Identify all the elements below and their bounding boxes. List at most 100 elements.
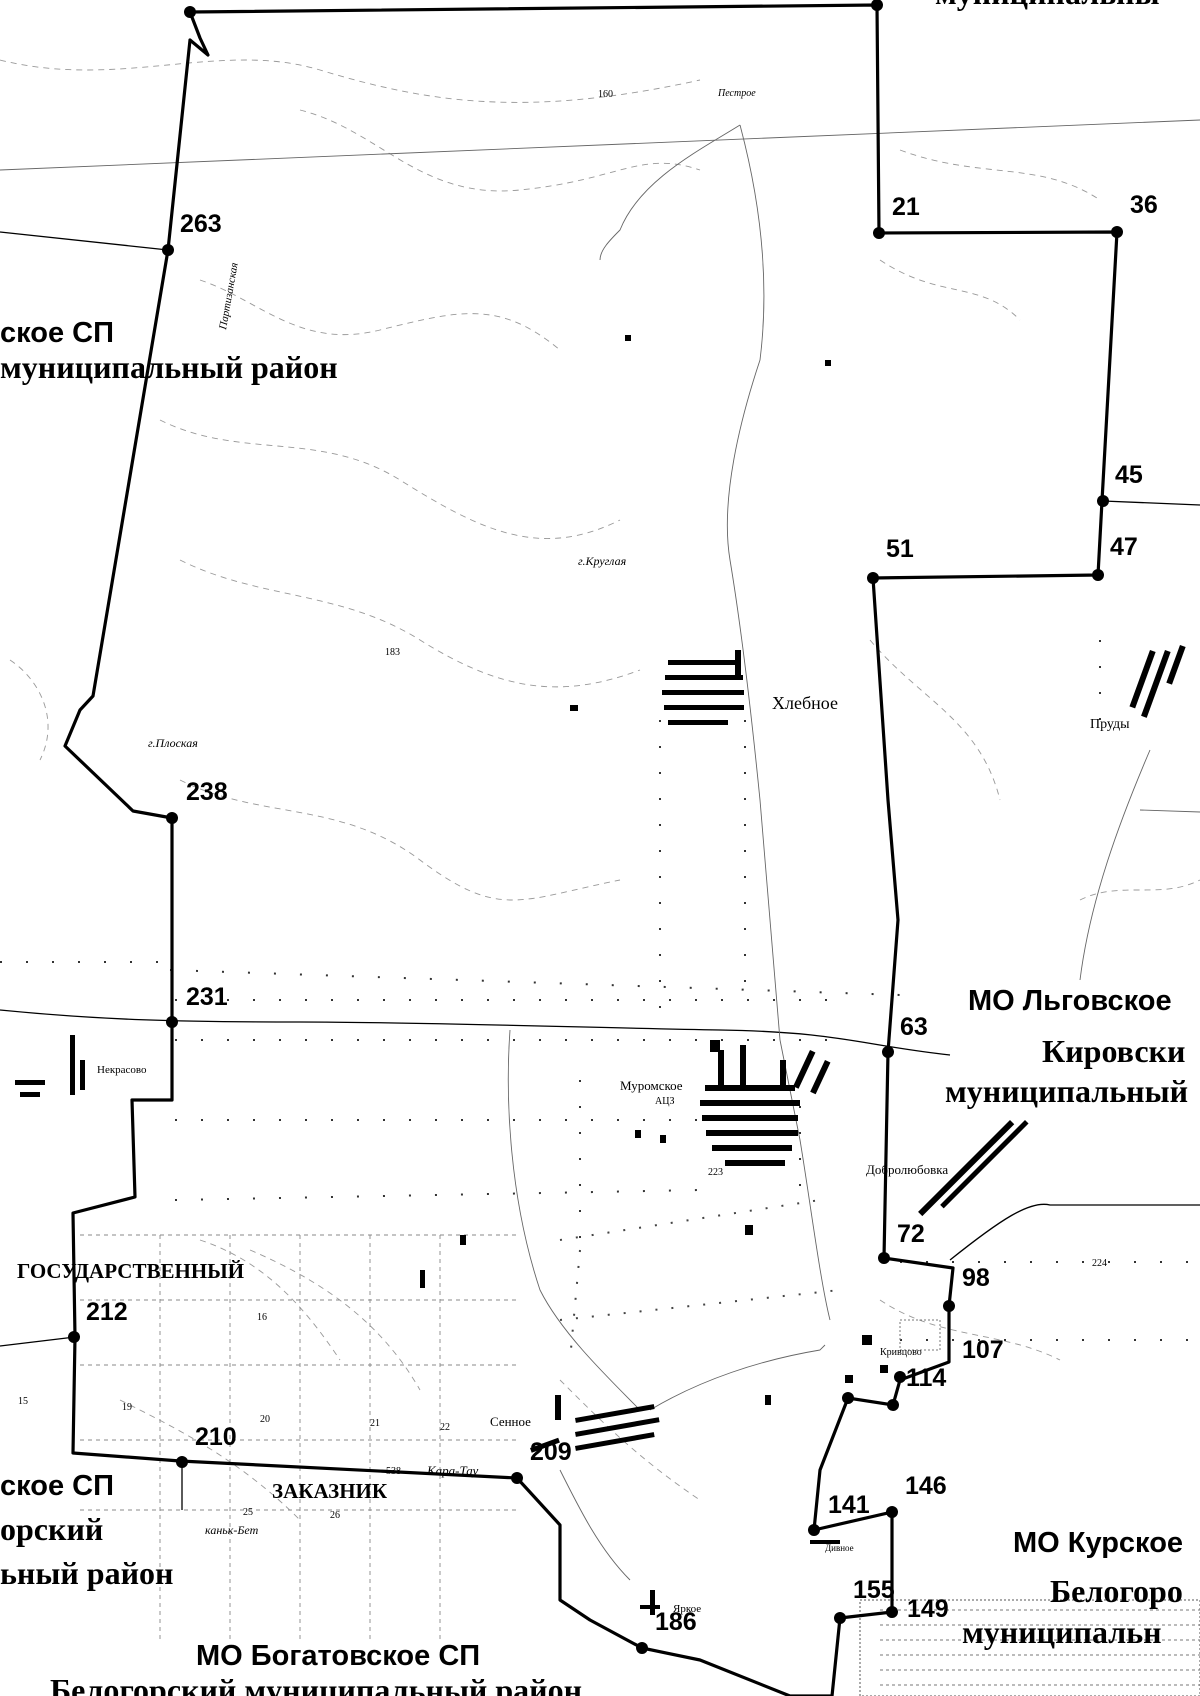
block-20: 20 [260,1414,270,1425]
hill-ploskaya: г.Плоская [148,736,198,750]
relief-contours [0,59,1200,1521]
field-belts [0,640,1200,1361]
region-lgov-line1: МО Льговское [968,985,1172,1017]
node-47 [1092,569,1104,581]
label-21: 21 [892,193,920,221]
height-183: 183 [385,647,400,658]
block-26: 26 [330,1510,340,1521]
node-141 [808,1524,820,1536]
adjacent-boundaries [0,231,1200,1510]
block-15: 15 [18,1396,28,1407]
label-36: 36 [1130,191,1158,219]
label-155: 155 [853,1576,895,1604]
boundary-nodes [68,0,1123,1654]
node-238 [166,812,178,824]
settlement-nekrasovo: Некрасово [97,1064,147,1076]
label-186: 186 [655,1608,697,1636]
label-107: 107 [962,1336,1004,1364]
region-nw-line1: ское СП [0,317,114,349]
urban-area-hatch [859,1319,1200,1696]
label-231: 231 [186,983,228,1011]
muromskoe-buildings [700,1040,831,1235]
point-labels: 21 36 45 47 51 63 72 98 107 114 141 146 … [86,191,1158,1636]
sennoe-buildings [530,1395,660,1453]
node-209 [511,1472,523,1484]
settlement-yarkoe: Яркое [673,1603,701,1615]
reserve-line2: ЗАКАЗНИК [272,1479,388,1503]
node-72 [878,1252,890,1264]
label-98: 98 [962,1264,990,1292]
node-149 [886,1606,898,1618]
roads [0,124,1200,1581]
label-263: 263 [180,210,222,238]
settlement-muromskoe: Муромское [620,1078,683,1093]
label-63: 63 [900,1013,928,1041]
place-pestroe: Пестрое [717,88,756,99]
label-114: 114 [906,1364,946,1392]
region-sw-line2: орский [0,1511,103,1547]
label-210: 210 [195,1423,237,1451]
label-212: 212 [86,1298,128,1326]
settlement-kryaglovo: Кривцово [880,1347,922,1358]
settlement-labels: Хлебное Пруды Некрасово Муромское АЦЗ До… [97,693,1130,1615]
node-51 [867,572,879,584]
height-223: 223 [708,1167,723,1178]
settlement-khlebnoe: Хлебное [772,693,838,713]
block-19: 19 [122,1402,132,1413]
region-kursk-line2: Белогоро [1050,1573,1183,1609]
node-146 [886,1506,898,1518]
region-top-right: муниципальны [935,0,1160,11]
nekrasovo-buildings [15,1035,85,1097]
region-sw-line3: ьный район [0,1555,173,1591]
label-72: 72 [897,1220,925,1248]
region-nw-line2: муниципальный район [0,349,338,385]
prudy-buildings [1129,645,1186,718]
region-bogat-line2: Белогорский муниципальный район [50,1672,582,1696]
dobrolyubovka-buildings [918,1120,1029,1217]
terrain-labels: 160 183 223 224 538 г.Круглая г.Плоская … [18,88,1107,1537]
khlebnoe-buildings [662,650,744,725]
block-21: 21 [370,1418,380,1429]
settlement-prudy: Пруды [1090,717,1130,732]
node-212 [68,1331,80,1343]
hill-kruglaya: г.Круглая [578,554,627,568]
node-231 [166,1016,178,1028]
peak-kara-tau: Кара-Тау [426,1463,479,1478]
region-kursk-line1: МО Курское [1013,1527,1183,1559]
label-149: 149 [907,1595,949,1623]
node-107 [943,1300,955,1312]
node-36 [1111,226,1123,238]
node-45 [1097,495,1109,507]
dinnoe-buildings [640,1540,840,1615]
forest-grid [80,1234,520,1640]
label-141: 141 [828,1491,870,1519]
settlement-dinnoe: Дивное [825,1543,854,1553]
node-210 [176,1456,188,1468]
label-209: 209 [530,1438,572,1466]
tract-kanyk-bet: каньк-Бет [205,1523,259,1537]
node-63 [882,1046,894,1058]
label-238: 238 [186,778,228,806]
node-114 [894,1371,906,1383]
settlement-dobrolyubovka: Добролюбовка [866,1162,948,1177]
region-lgov-line2: Кировски [1042,1033,1185,1069]
node-155 [834,1612,846,1624]
reserve-line1: ГОСУДАРСТВЕННЫЙ [17,1259,244,1283]
label-47: 47 [1110,533,1138,561]
main-boundary [63,3,1119,1696]
region-sw-line1: ское СП [0,1470,114,1502]
block-16: 16 [257,1312,267,1323]
settlement-muromskoe-sub: АЦЗ [655,1096,674,1107]
label-51: 51 [886,535,914,563]
node-186 [636,1642,648,1654]
block-25: 25 [243,1507,253,1518]
height-224: 224 [1092,1258,1107,1269]
label-45: 45 [1115,461,1143,489]
label-146: 146 [905,1472,947,1500]
kryaglovo-buildings [845,1335,888,1383]
settlement-buildings [15,335,1186,1615]
region-lgov-line3: муниципальный [945,1073,1188,1109]
node-263 [162,244,174,256]
